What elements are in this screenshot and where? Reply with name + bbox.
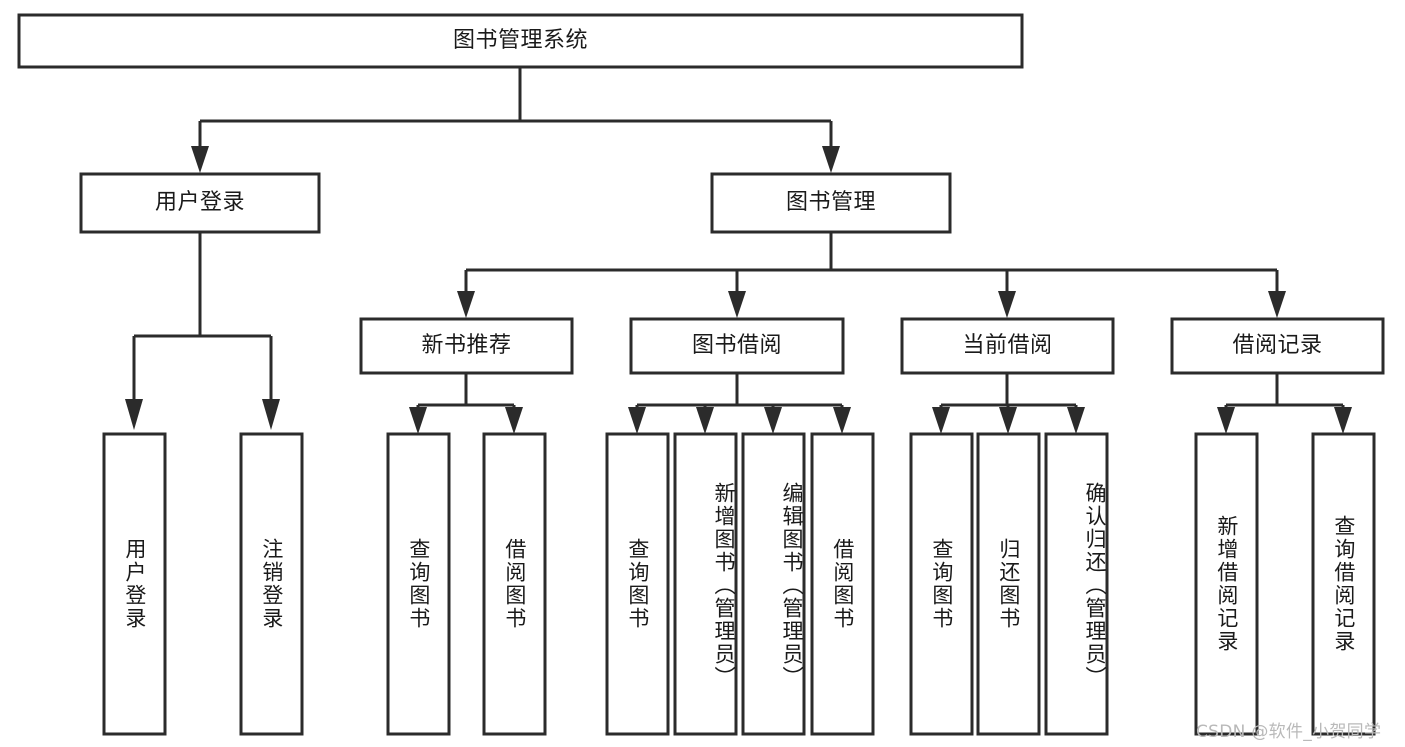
arrow-head-new-book-leaf-2 <box>505 407 523 434</box>
node-leaf-confirm-return-box[interactable] <box>1044 432 1109 736</box>
node-leaf-query-record-box[interactable] <box>1311 432 1376 736</box>
arrow-head-new-book-leaf-1 <box>409 407 427 434</box>
arrow-head-borrow-record-leaf-1 <box>1217 407 1235 434</box>
arrow-head-book-borrow <box>728 291 746 318</box>
node-current-borrow-box[interactable] <box>900 317 1115 375</box>
arrow-head-current-borrow-leaf-3 <box>1067 407 1085 434</box>
node-leaf-add-record-box[interactable] <box>1194 432 1259 736</box>
arrow-head-current-borrow-leaf-2 <box>999 407 1017 434</box>
node-leaf-return-book-box[interactable] <box>976 432 1041 736</box>
arrow-head-book-borrow-leaf-2 <box>696 407 714 434</box>
node-leaf-borrow-book-b-box[interactable] <box>810 432 875 736</box>
arrow-head-current-borrow-leaf-1 <box>932 407 950 434</box>
node-borrow-record-box[interactable] <box>1170 317 1385 375</box>
node-leaf-edit-book-box[interactable] <box>741 432 806 736</box>
node-leaf-add-book-box[interactable] <box>673 432 738 736</box>
node-user-login-box[interactable] <box>79 172 321 234</box>
node-book-management-box[interactable] <box>710 172 952 234</box>
node-leaf-user-login-box[interactable] <box>102 432 167 736</box>
arrow-head-user-login <box>191 146 209 173</box>
arrow-head-book-borrow-leaf-3 <box>764 407 782 434</box>
arrow-head-book-mgmt <box>822 146 840 173</box>
arrow-head-book-borrow-leaf-1 <box>628 407 646 434</box>
node-leaf-query-book-b-box[interactable] <box>605 432 670 736</box>
arrow-head-new-book-recommend <box>457 291 475 318</box>
arrow-head-book-borrow-leaf-4 <box>833 407 851 434</box>
node-leaf-query-book-c-box[interactable] <box>909 432 974 736</box>
node-new-book-recommend-box[interactable] <box>359 317 574 375</box>
arrow-head-borrow-record <box>1268 291 1286 318</box>
arrow-head-user-login-leaf-2 <box>262 399 280 430</box>
arrow-head-user-login-leaf-1 <box>125 399 143 430</box>
node-root-box[interactable] <box>17 13 1024 69</box>
node-leaf-logout-box[interactable] <box>239 432 304 736</box>
node-leaf-borrow-book-a-box[interactable] <box>482 432 547 736</box>
arrow-head-current-borrow <box>998 291 1016 318</box>
arrow-head-borrow-record-leaf-2 <box>1334 407 1352 434</box>
node-leaf-query-book-a-box[interactable] <box>386 432 451 736</box>
node-book-borrow-box[interactable] <box>629 317 845 375</box>
